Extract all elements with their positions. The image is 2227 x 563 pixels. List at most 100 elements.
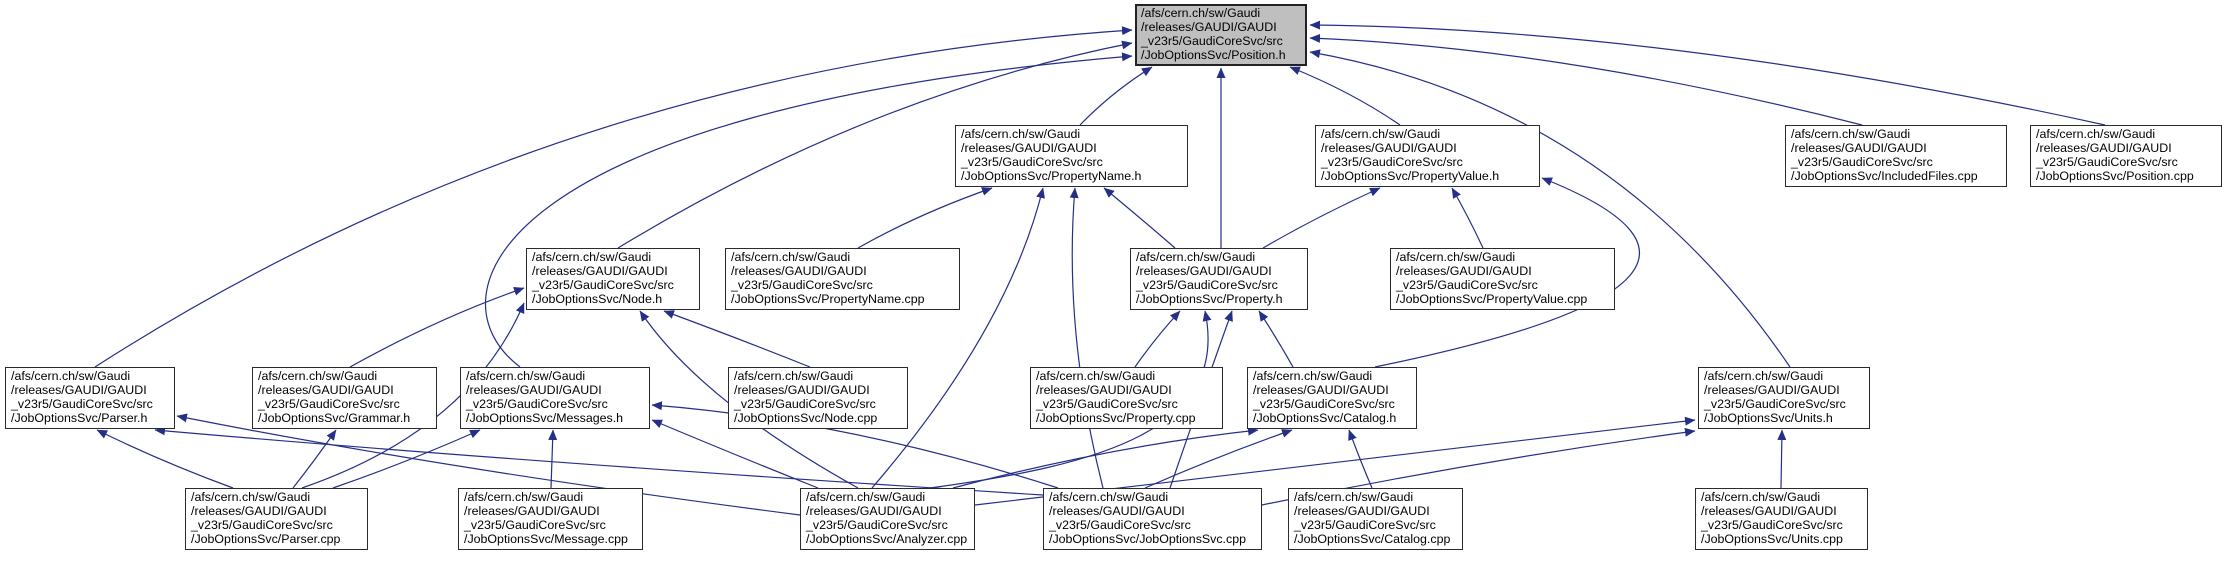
edge-grammar_h-to-node_h: [349, 287, 525, 368]
edge-joboptionssvc_cpp-to-catalog_h: [1144, 429, 1293, 489]
node-label-line: /afs/cern.ch/sw/Gaudi: [1141, 6, 1261, 20]
graph-node-propertyvalue-h[interactable]: /afs/cern.ch/sw/Gaudi/releases/GAUDI/GAU…: [1315, 125, 1540, 187]
edge-property_h-to-propertyvalue_h: [1262, 187, 1381, 249]
edge-analyzer_cpp-to-messages_h: [651, 419, 819, 489]
node-label-line: /JobOptionsSvc/JobOptionsSvc.cpp: [1049, 532, 1246, 546]
node-label-line: /JobOptionsSvc/PropertyValue.cpp: [1396, 292, 1588, 306]
node-label-line: /releases/GAUDI/GAUDI: [1791, 141, 1927, 155]
graph-node-node-cpp[interactable]: /afs/cern.ch/sw/Gaudi/releases/GAUDI/GAU…: [728, 367, 908, 429]
node-label-line: /afs/cern.ch/sw/Gaudi: [806, 490, 926, 504]
edge-message_cpp-to-messages_h: [548, 429, 558, 489]
node-label-line: /JobOptionsSvc/Node.h: [532, 292, 663, 306]
node-label-line: /JobOptionsSvc/Node.cpp: [734, 411, 878, 425]
edge-parser_cpp-to-messages_h: [332, 429, 481, 489]
graph-node-node-h[interactable]: /afs/cern.ch/sw/Gaudi/releases/GAUDI/GAU…: [526, 248, 700, 310]
node-label-line: _v23r5/GaudiCoreSvc/src: [532, 278, 674, 292]
node-label-line: /releases/GAUDI/GAUDI: [734, 383, 870, 397]
node-label-line: _v23r5/GaudiCoreSvc/src: [1141, 34, 1283, 48]
graph-node-includedfiles-cpp[interactable]: /afs/cern.ch/sw/Gaudi/releases/GAUDI/GAU…: [1785, 125, 2007, 187]
node-label-line: /afs/cern.ch/sw/Gaudi: [1321, 127, 1441, 141]
edge-joboptionssvc_cpp-to-messages_h: [651, 401, 1059, 489]
node-label-line: _v23r5/GaudiCoreSvc/src: [2036, 155, 2178, 169]
node-label-line: /JobOptionsSvc/Catalog.h: [1253, 411, 1397, 425]
node-label-line: /JobOptionsSvc/Grammar.h: [258, 411, 411, 425]
graph-node-propertyvalue-cpp[interactable]: /afs/cern.ch/sw/Gaudi/releases/GAUDI/GAU…: [1390, 248, 1615, 310]
node-label-line: /afs/cern.ch/sw/Gaudi: [734, 369, 854, 383]
edge-units_h-to-position_h: [1309, 49, 1791, 368]
node-label-line: _v23r5/GaudiCoreSvc/src: [1396, 278, 1538, 292]
node-label-line: /afs/cern.ch/sw/Gaudi: [466, 369, 586, 383]
graph-node-position-cpp[interactable]: /afs/cern.ch/sw/Gaudi/releases/GAUDI/GAU…: [2030, 125, 2222, 187]
node-label-line: _v23r5/GaudiCoreSvc/src: [1136, 278, 1278, 292]
node-label-line: /JobOptionsSvc/Units.h: [1704, 411, 1833, 425]
edge-propertyname_h-to-position_h: [1079, 66, 1153, 126]
node-label-line: /afs/cern.ch/sw/Gaudi: [1396, 250, 1516, 264]
node-label-line: /releases/GAUDI/GAUDI: [961, 141, 1097, 155]
edge-propertyname_cpp-to-propertyname_h: [857, 187, 993, 249]
node-label-line: /JobOptionsSvc/Message.cpp: [464, 532, 628, 546]
node-label-line: /releases/GAUDI/GAUDI: [1701, 504, 1837, 518]
node-label-line: /afs/cern.ch/sw/Gaudi: [191, 490, 311, 504]
edge-analyzer_cpp-to-node_h: [639, 310, 859, 489]
edge-messages_h-to-position_h: [484, 52, 1133, 368]
node-label-line: /afs/cern.ch/sw/Gaudi: [1701, 490, 1821, 504]
graph-node-position-h[interactable]: /afs/cern.ch/sw/Gaudi/releases/GAUDI/GAU…: [1135, 4, 1307, 66]
edge-joboptionssvc_cpp-to-propertyname_h: [1069, 187, 1104, 489]
graph-node-parser-cpp[interactable]: /afs/cern.ch/sw/Gaudi/releases/GAUDI/GAU…: [185, 488, 368, 550]
node-label-line: _v23r5/GaudiCoreSvc/src: [191, 518, 333, 532]
edge-propertyvalue_cpp-to-propertyvalue_h: [1451, 187, 1484, 249]
node-label-line: /JobOptionsSvc/Property.cpp: [1036, 411, 1196, 425]
edge-node_cpp-to-node_h: [663, 310, 811, 368]
node-label-line: /afs/cern.ch/sw/Gaudi: [1294, 490, 1414, 504]
node-label-line: /releases/GAUDI/GAUDI: [191, 504, 327, 518]
node-label-line: /JobOptionsSvc/Parser.cpp: [191, 532, 341, 546]
edge-catalog_h-to-propertyvalue_h: [1374, 177, 1641, 368]
graph-node-joboptionssvc-cpp[interactable]: /afs/cern.ch/sw/Gaudi/releases/GAUDI/GAU…: [1043, 488, 1262, 550]
graph-node-property-cpp[interactable]: /afs/cern.ch/sw/Gaudi/releases/GAUDI/GAU…: [1030, 367, 1223, 429]
node-label-line: /afs/cern.ch/sw/Gaudi: [1253, 369, 1373, 383]
node-label-line: _v23r5/GaudiCoreSvc/src: [1049, 518, 1191, 532]
edge-property_h-to-propertyname_h: [1103, 187, 1176, 249]
node-label-line: _v23r5/GaudiCoreSvc/src: [1294, 518, 1436, 532]
node-label-line: /releases/GAUDI/GAUDI: [1049, 504, 1185, 518]
node-label-line: /afs/cern.ch/sw/Gaudi: [258, 369, 378, 383]
node-label-line: /JobOptionsSvc/Messages.h: [466, 411, 624, 425]
graph-node-catalog-h[interactable]: /afs/cern.ch/sw/Gaudi/releases/GAUDI/GAU…: [1247, 367, 1417, 429]
graph-node-messages-h[interactable]: /afs/cern.ch/sw/Gaudi/releases/GAUDI/GAU…: [460, 367, 650, 429]
graph-node-message-cpp[interactable]: /afs/cern.ch/sw/Gaudi/releases/GAUDI/GAU…: [458, 488, 643, 550]
graph-node-analyzer-cpp[interactable]: /afs/cern.ch/sw/Gaudi/releases/GAUDI/GAU…: [800, 488, 975, 550]
node-label-line: _v23r5/GaudiCoreSvc/src: [731, 278, 873, 292]
node-label-line: /releases/GAUDI/GAUDI: [1141, 20, 1277, 34]
edge-analyzer_cpp-to-parser_h: [176, 413, 801, 516]
graph-node-units-h[interactable]: /afs/cern.ch/sw/Gaudi/releases/GAUDI/GAU…: [1698, 367, 1870, 429]
node-label-line: _v23r5/GaudiCoreSvc/src: [466, 397, 608, 411]
node-label-line: /afs/cern.ch/sw/Gaudi: [1049, 490, 1169, 504]
edge-property_cpp-to-property_h: [1134, 310, 1181, 368]
node-label-line: /afs/cern.ch/sw/Gaudi: [532, 250, 652, 264]
graph-node-property-h[interactable]: /afs/cern.ch/sw/Gaudi/releases/GAUDI/GAU…: [1130, 248, 1308, 310]
graph-node-parser-h[interactable]: /afs/cern.ch/sw/Gaudi/releases/GAUDI/GAU…: [5, 367, 175, 429]
node-label-line: _v23r5/GaudiCoreSvc/src: [1253, 397, 1395, 411]
node-label-line: /releases/GAUDI/GAUDI: [466, 383, 602, 397]
node-label-line: /afs/cern.ch/sw/Gaudi: [1036, 369, 1156, 383]
graph-node-propertyname-h[interactable]: /afs/cern.ch/sw/Gaudi/releases/GAUDI/GAU…: [955, 125, 1188, 187]
node-label-line: /releases/GAUDI/GAUDI: [731, 264, 867, 278]
graph-node-units-cpp[interactable]: /afs/cern.ch/sw/Gaudi/releases/GAUDI/GAU…: [1695, 488, 1868, 550]
node-label-line: /afs/cern.ch/sw/Gaudi: [11, 369, 131, 383]
node-label-line: /JobOptionsSvc/Property.h: [1136, 292, 1283, 306]
edge-parser_h-to-position_h: [94, 26, 1133, 368]
edge-parser_cpp-to-parser_h: [96, 429, 234, 489]
node-label-line: /afs/cern.ch/sw/Gaudi: [961, 127, 1081, 141]
graph-node-catalog-cpp[interactable]: /afs/cern.ch/sw/Gaudi/releases/GAUDI/GAU…: [1288, 488, 1463, 550]
edge-position_cpp-to-position_h: [1309, 20, 2106, 126]
node-label-line: /JobOptionsSvc/Catalog.cpp: [1294, 532, 1451, 546]
node-label-line: /releases/GAUDI/GAUDI: [1704, 383, 1840, 397]
node-label-line: _v23r5/GaudiCoreSvc/src: [1321, 155, 1463, 169]
graph-node-propertyname-cpp[interactable]: /afs/cern.ch/sw/Gaudi/releases/GAUDI/GAU…: [725, 248, 960, 310]
node-label-line: /JobOptionsSvc/Parser.h: [11, 411, 148, 425]
graph-node-grammar-h[interactable]: /afs/cern.ch/sw/Gaudi/releases/GAUDI/GAU…: [252, 367, 437, 429]
node-label-line: _v23r5/GaudiCoreSvc/src: [258, 397, 400, 411]
node-label-line: /JobOptionsSvc/Units.cpp: [1701, 532, 1843, 546]
node-label-line: /releases/GAUDI/GAUDI: [1036, 383, 1172, 397]
